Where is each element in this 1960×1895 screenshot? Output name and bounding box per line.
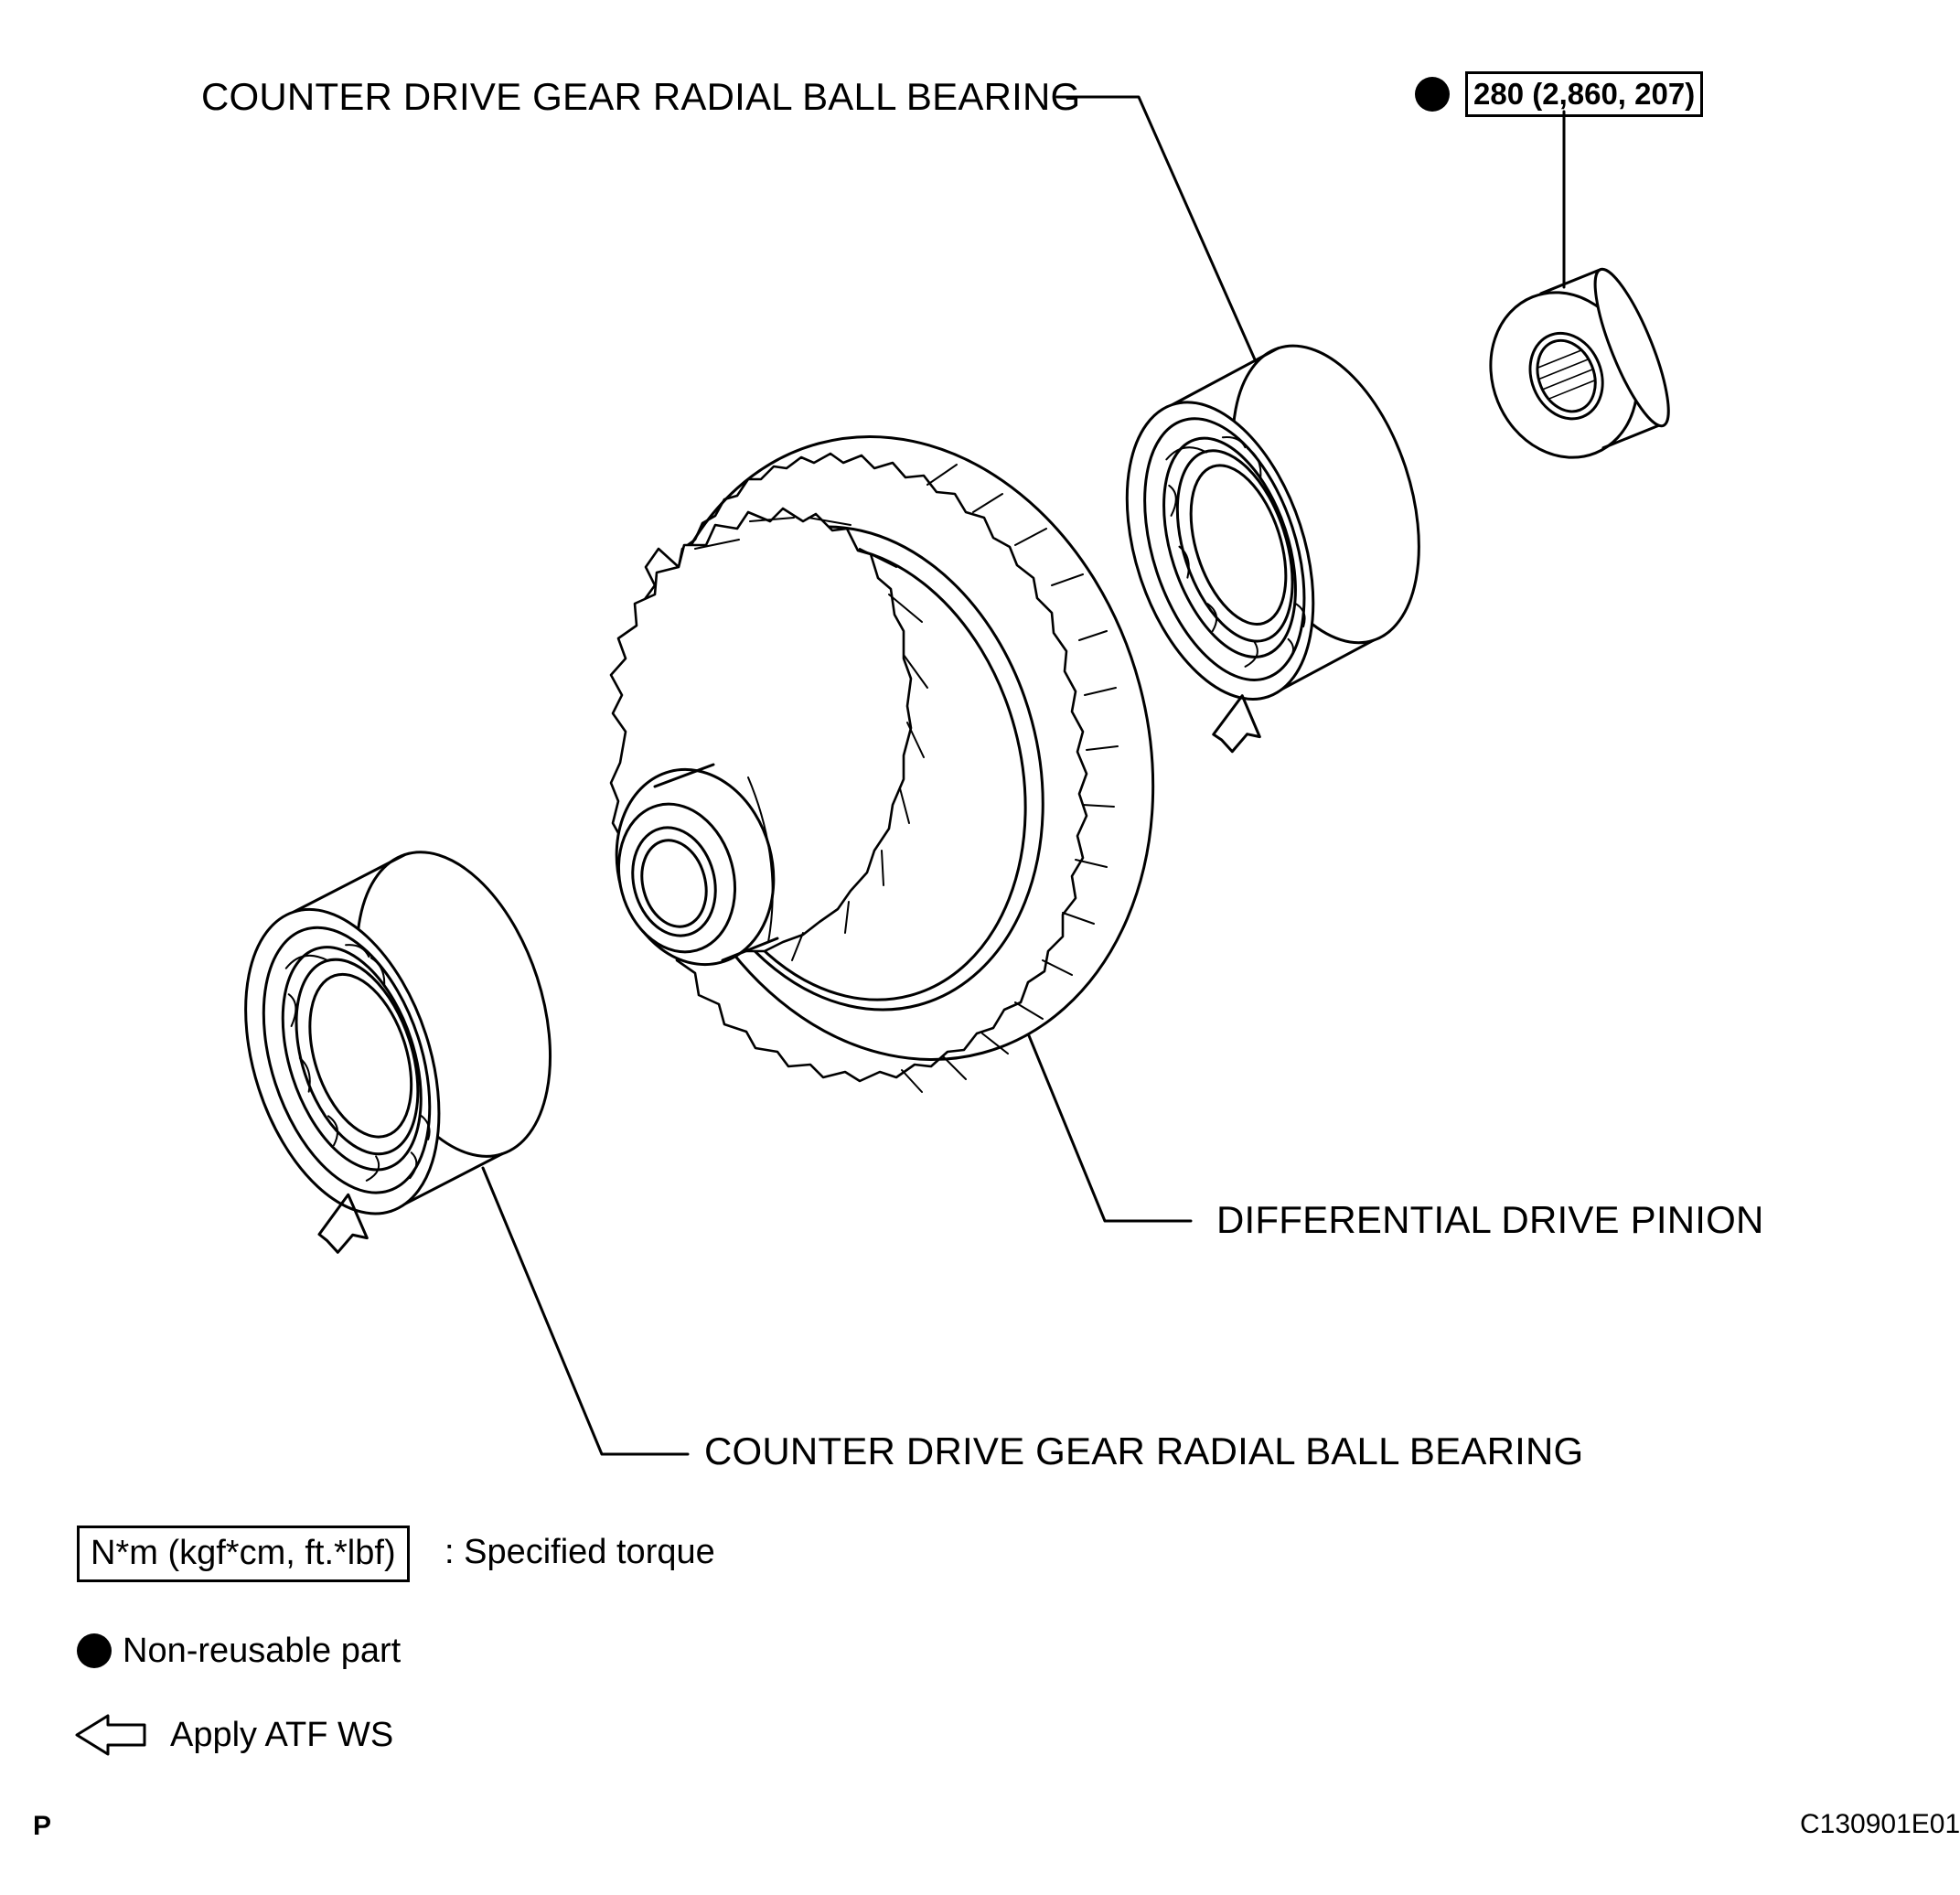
legend-nonreusable: Non-reusable part: [123, 1632, 402, 1670]
hollow-arrow-icon: [317, 1193, 369, 1254]
ball-bearing-lower: [244, 851, 552, 1215]
label-bearing-top: COUNTER DRIVE GEAR RADIAL BALL BEARING: [201, 75, 1081, 118]
label-bearing-bottom: COUNTER DRIVE GEAR RADIAL BALL BEARING: [704, 1429, 1584, 1472]
legend-torque-desc: : Specified torque: [444, 1533, 715, 1571]
filled-circle-icon: [77, 1633, 112, 1668]
figure-code: C130901E01: [1800, 1809, 1960, 1839]
legend-apply: Apply ATF WS: [170, 1716, 394, 1754]
differential-drive-pinion: [609, 507, 928, 967]
flange-nut: [1489, 267, 1670, 459]
legend-torque-unit: N*m (kgf*cm, ft.*lbf): [77, 1526, 410, 1582]
leader-line-bearing-bottom: [481, 1166, 690, 1456]
leader-line-bearing-top: [1055, 95, 1267, 384]
leader-line-pinion: [1018, 1012, 1193, 1223]
page-letter: P: [33, 1811, 52, 1841]
torque-spec-box: 280 (2,860, 207): [1465, 71, 1704, 118]
hollow-arrow-icon: [75, 1714, 146, 1756]
hollow-arrow-icon: [1212, 694, 1261, 754]
ball-bearing-upper: [1125, 344, 1420, 701]
label-pinion: DIFFERENTIAL DRIVE PINION: [1216, 1198, 1764, 1241]
filled-circle-icon: [1415, 77, 1450, 112]
